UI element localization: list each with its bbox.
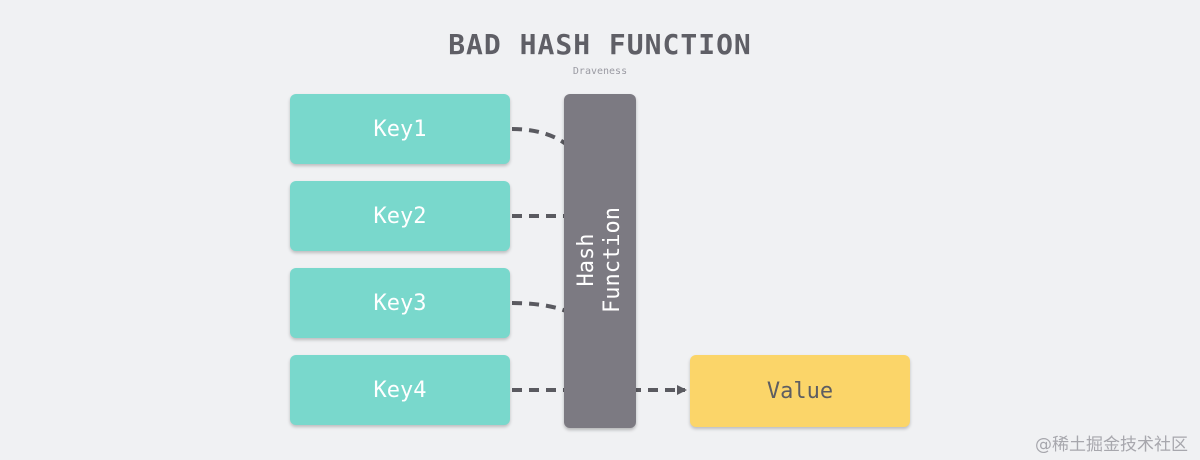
value-label: Value: [766, 378, 834, 404]
key3-label: Key3: [373, 290, 427, 316]
hash-function-box: [564, 94, 636, 428]
hash-label-line2: Function: [600, 207, 625, 313]
key3-box: Key3: [290, 268, 510, 338]
hash-label-line1: Hash: [574, 233, 599, 287]
key4-label: Key4: [373, 377, 427, 403]
key2-label: Key2: [373, 203, 427, 229]
key1-label: Key1: [373, 116, 427, 142]
hash-function-label: Hash Function: [574, 207, 626, 313]
key2-box: Key2: [290, 181, 510, 251]
key4-box: Key4: [290, 355, 510, 425]
key1-box: Key1: [290, 94, 510, 164]
diagram-subtitle: Draveness: [572, 66, 628, 77]
watermark: @稀土掘金技术社区: [1035, 435, 1188, 455]
diagram-title: BAD HASH FUNCTION: [448, 28, 752, 61]
value-box: Value: [690, 355, 910, 427]
